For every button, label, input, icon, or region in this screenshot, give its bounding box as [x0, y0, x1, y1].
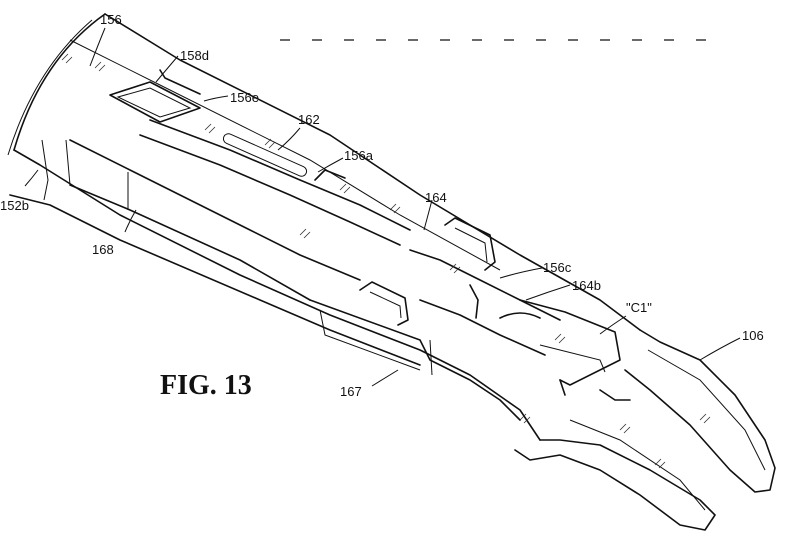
label-156c: 156c: [543, 260, 572, 275]
pivot-link-bottom: [420, 300, 545, 355]
label-164: 164: [425, 190, 447, 205]
label-168: 168: [92, 242, 114, 257]
break-arc-inner: [8, 20, 92, 155]
figure-title: FIG. 13: [160, 370, 252, 401]
clip-166-inner: [370, 292, 401, 318]
anvil-c1-ridge: [540, 345, 605, 372]
body-top-rail: [70, 40, 500, 270]
label-c1: "C1": [626, 300, 652, 315]
label-156: 156: [100, 12, 122, 27]
window-158d-inner: [118, 88, 190, 117]
label-152b: 152b: [0, 198, 29, 213]
jaw-106-upper: [625, 330, 775, 492]
label-167: 167: [340, 384, 362, 399]
label-164b: 164b: [572, 278, 601, 293]
body-step: [66, 140, 70, 185]
label-158d: 158d: [180, 48, 209, 63]
jaw-lower: [515, 440, 715, 530]
jaw-joint: [600, 390, 630, 400]
label-156e: 156e: [230, 90, 259, 105]
leader-lines: [25, 28, 740, 386]
clip-166: [360, 282, 408, 325]
body-bottom-edge: [14, 150, 540, 440]
label-106: 106: [742, 328, 764, 343]
housing-167-top: [310, 300, 520, 420]
label-156a: 156a: [344, 148, 374, 163]
pivot-cam-164b: [500, 313, 540, 318]
housing-167-face: [320, 310, 420, 370]
pivot-arm: [470, 285, 478, 318]
break-arc-outer: [14, 14, 105, 150]
anvil-c1: [520, 300, 620, 385]
label-162: 162: [298, 112, 320, 127]
jaw-106-upper-ridge: [648, 350, 765, 470]
housing-167-step: [430, 340, 432, 375]
cam-bar-top: [150, 120, 410, 230]
jaw-lower-ridge: [570, 420, 705, 510]
pivot-link-top: [410, 250, 560, 320]
